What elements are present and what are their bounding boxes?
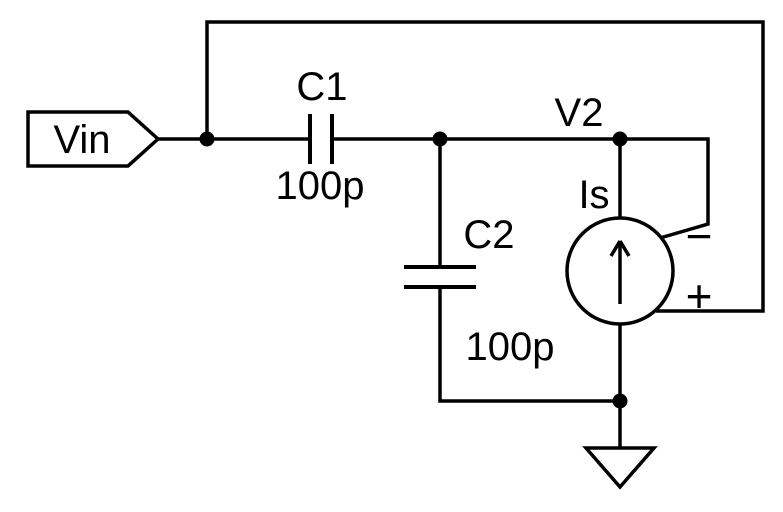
c1-value-label: 100p [276, 164, 365, 208]
source-minus-sign: − [686, 210, 713, 262]
source-name-label: Is [578, 173, 609, 217]
junction-dot-c2-top [432, 131, 448, 147]
c1-capacitor-plates [308, 114, 334, 164]
c1-name-label: C1 [296, 65, 347, 109]
junction-dot-ground [612, 393, 628, 409]
vin-port-label: Vin [53, 118, 110, 162]
v2-net-label: V2 [555, 91, 604, 135]
c2-capacitor-plates [404, 265, 476, 289]
junction-dot-vin [199, 131, 215, 147]
junction-dot-v2 [612, 131, 628, 147]
source-plus-sign: + [686, 270, 713, 322]
c2-value-label: 100p [466, 325, 555, 369]
c1-to-minus-terminal-wire [332, 137, 710, 240]
vin-port-shape [26, 110, 161, 168]
ground-symbol [582, 446, 658, 490]
current-source-arrow-icon [609, 240, 631, 304]
feedback-loop-wire [205, 20, 765, 313]
c2-bottom-wire [438, 287, 620, 403]
c2-name-label: C2 [463, 213, 514, 257]
